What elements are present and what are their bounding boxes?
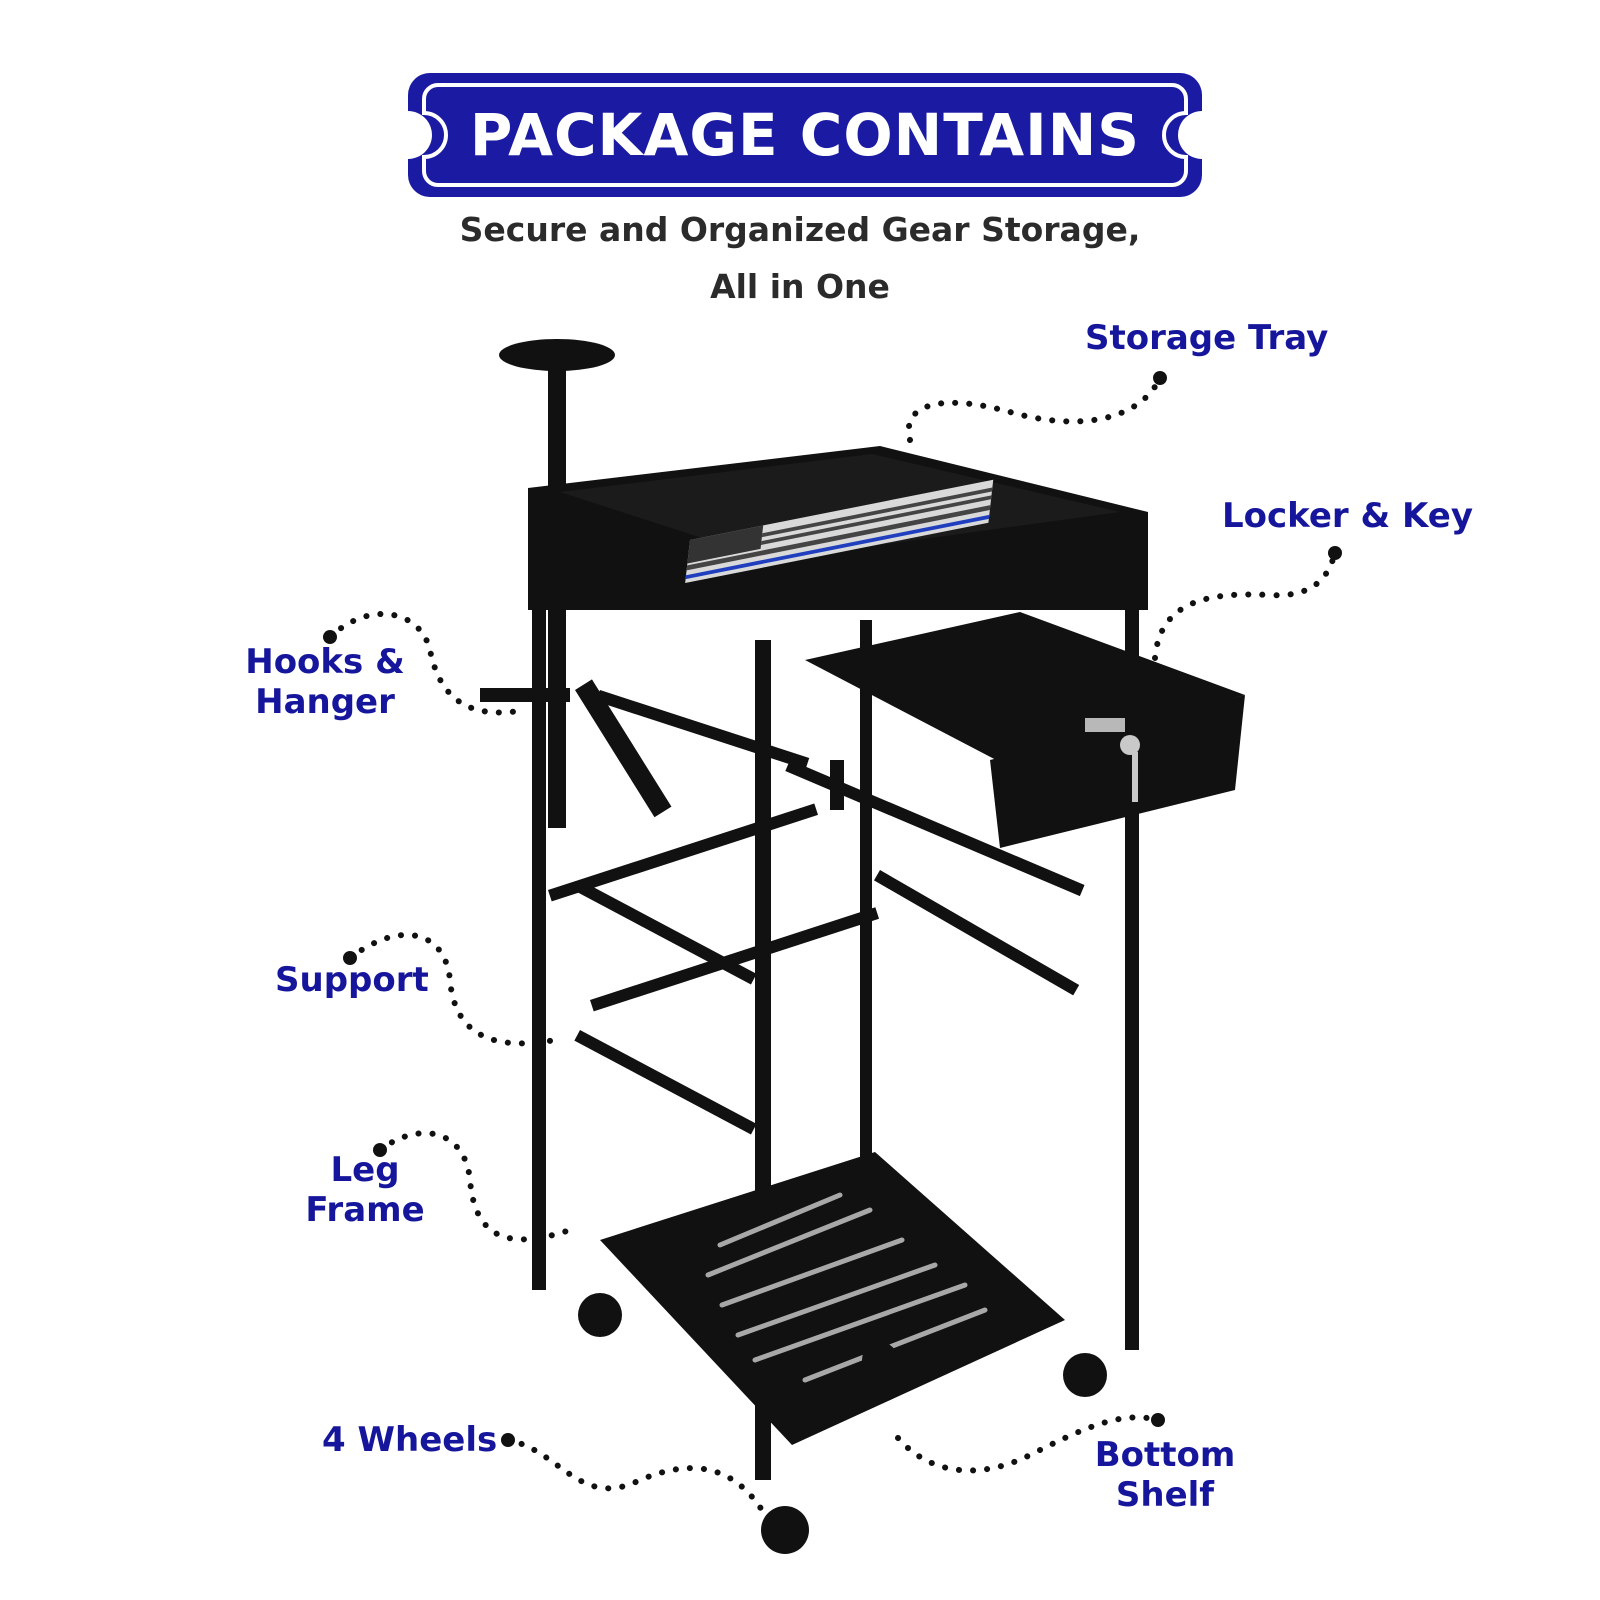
banner-shape xyxy=(408,73,1202,197)
subtitle-line-1: Secure and Organized Gear Storage, xyxy=(459,210,1141,249)
banner-title: PACKAGE CONTAINS xyxy=(469,101,1141,169)
storage-tray xyxy=(528,446,1148,610)
bottom-shelf xyxy=(600,1152,1065,1445)
label-support: Support xyxy=(275,960,429,1000)
locker-drawer xyxy=(805,612,1245,848)
label-locker-key: Locker & Key xyxy=(1222,496,1473,536)
label-leg-frame-1: Leg xyxy=(330,1150,400,1190)
wheels xyxy=(578,1293,1107,1554)
label-bottom-shelf-2: Shelf xyxy=(1115,1475,1215,1515)
subtitle-line-2: All in One xyxy=(710,267,890,306)
label-leg-frame-2: Frame xyxy=(305,1190,425,1230)
package-banner: PACKAGE CONTAINS xyxy=(408,73,1202,197)
leader-lines xyxy=(327,375,1338,1523)
flag-decal xyxy=(685,479,994,584)
label-4-wheels: 4 Wheels xyxy=(322,1420,498,1460)
leg-frame xyxy=(532,550,1139,1480)
leader-dots xyxy=(323,371,1342,1447)
hooks xyxy=(480,679,844,818)
label-storage-tray: Storage Tray xyxy=(1085,318,1329,358)
label-hooks-hanger-1: Hooks & xyxy=(245,642,405,682)
label-hooks-hanger-2: Hanger xyxy=(255,682,395,722)
label-bottom-shelf-1: Bottom xyxy=(1094,1435,1236,1475)
